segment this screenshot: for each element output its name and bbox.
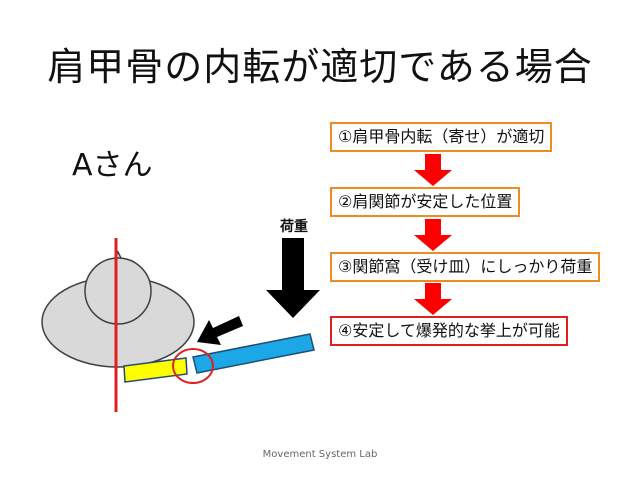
step-4: ④安定して爆発的な挙上が可能	[330, 316, 568, 346]
clavicle-bar	[123, 357, 188, 383]
flow-arrow-2	[414, 219, 452, 251]
push-arrow	[197, 316, 243, 345]
slide-title: 肩甲骨の内転が適切である場合	[47, 45, 593, 89]
step-2: ②肩関節が安定した位置	[330, 187, 521, 217]
joint-circle	[172, 348, 214, 384]
step-3: ③関節窩（受け皿）にしっかり荷重	[330, 252, 601, 282]
load-label: 荷重	[280, 219, 308, 235]
upper-arm-bar	[192, 333, 315, 374]
step-1: ①肩甲骨内転（寄せ）が適切	[330, 122, 553, 152]
flow-arrow-3	[414, 283, 452, 315]
footer-credit: Movement System Lab	[262, 449, 378, 460]
subject-label: Aさん	[72, 148, 153, 183]
load-arrow	[266, 238, 320, 318]
flow-arrow-1	[414, 154, 452, 186]
head-circle	[84, 257, 152, 325]
